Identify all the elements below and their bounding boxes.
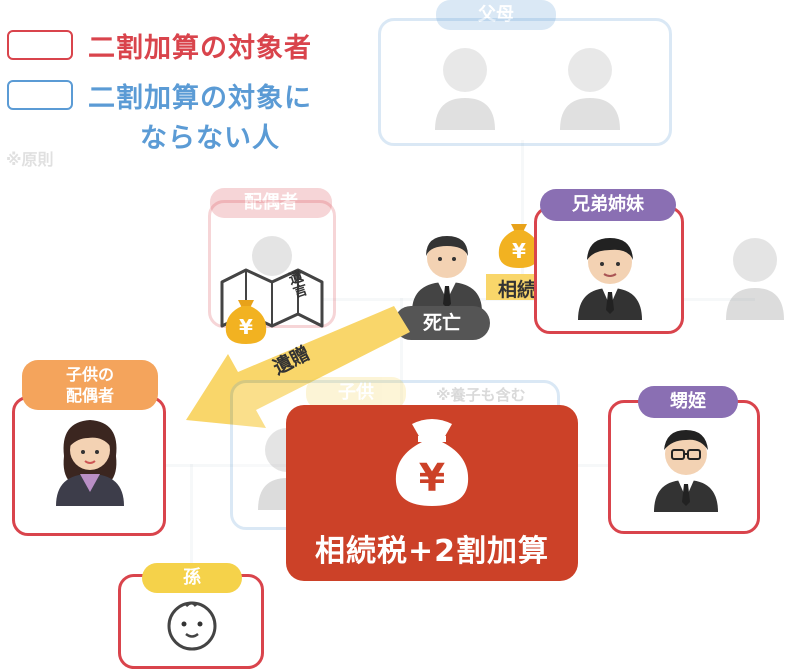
sibling-spouse-figure bbox=[722, 230, 788, 324]
bequest-yen-bag-icon: ¥ bbox=[222, 292, 270, 350]
legend-target-swatch bbox=[7, 30, 73, 60]
baby-face-icon bbox=[160, 600, 224, 656]
legend-nontarget-label-line2: ならない人 bbox=[140, 123, 280, 154]
svg-text:¥: ¥ bbox=[419, 456, 445, 500]
parents-card bbox=[378, 18, 672, 146]
deceased-tag: 死亡 bbox=[394, 306, 490, 340]
nephew-niece-tag: 甥姪 bbox=[638, 386, 738, 418]
child-spouse-tag: 子供の 配偶者 bbox=[22, 360, 158, 410]
svg-text:¥: ¥ bbox=[239, 315, 253, 339]
grandchild-tag: 孫 bbox=[142, 563, 242, 593]
result-yen-bag-icon: ¥ bbox=[392, 412, 472, 514]
bequest-arrow bbox=[182, 298, 414, 442]
grandfather-figure bbox=[430, 40, 500, 134]
connector-vertical-grandchild bbox=[190, 464, 193, 574]
legend-nontarget-label-line1: 二割加算の対象に bbox=[88, 83, 312, 114]
adopted-note: ※養子も含む bbox=[436, 386, 526, 404]
nephew-niece-figure bbox=[650, 420, 722, 516]
parents-tag: 父母 bbox=[436, 0, 556, 30]
legend-target-label: 二割加算の対象者 bbox=[88, 33, 312, 64]
legend-note: ※原則 bbox=[6, 150, 54, 169]
svg-text:¥: ¥ bbox=[512, 239, 526, 263]
child-tag: 子供 bbox=[306, 377, 406, 409]
child-spouse-tag-line1: 子供の bbox=[65, 365, 114, 384]
connector-vertical-children bbox=[400, 298, 403, 418]
grandmother-figure bbox=[555, 40, 625, 134]
deceased-figure bbox=[404, 226, 490, 316]
result-label: 相続税+2割加算 bbox=[314, 534, 549, 569]
inherit-yen-bag-icon: ¥ bbox=[495, 218, 543, 276]
sibling-figure bbox=[574, 228, 646, 324]
inherit-label: 相続 bbox=[498, 279, 537, 301]
connector-vertical-parents bbox=[521, 140, 524, 300]
spouse-tag: 配偶者 bbox=[210, 188, 332, 218]
child-spouse-figure bbox=[52, 412, 128, 510]
siblings-tag: 兄弟姉妹 bbox=[540, 189, 676, 221]
child-spouse-tag-line2: 配偶者 bbox=[65, 386, 114, 405]
legend-nontarget-swatch bbox=[7, 80, 73, 110]
